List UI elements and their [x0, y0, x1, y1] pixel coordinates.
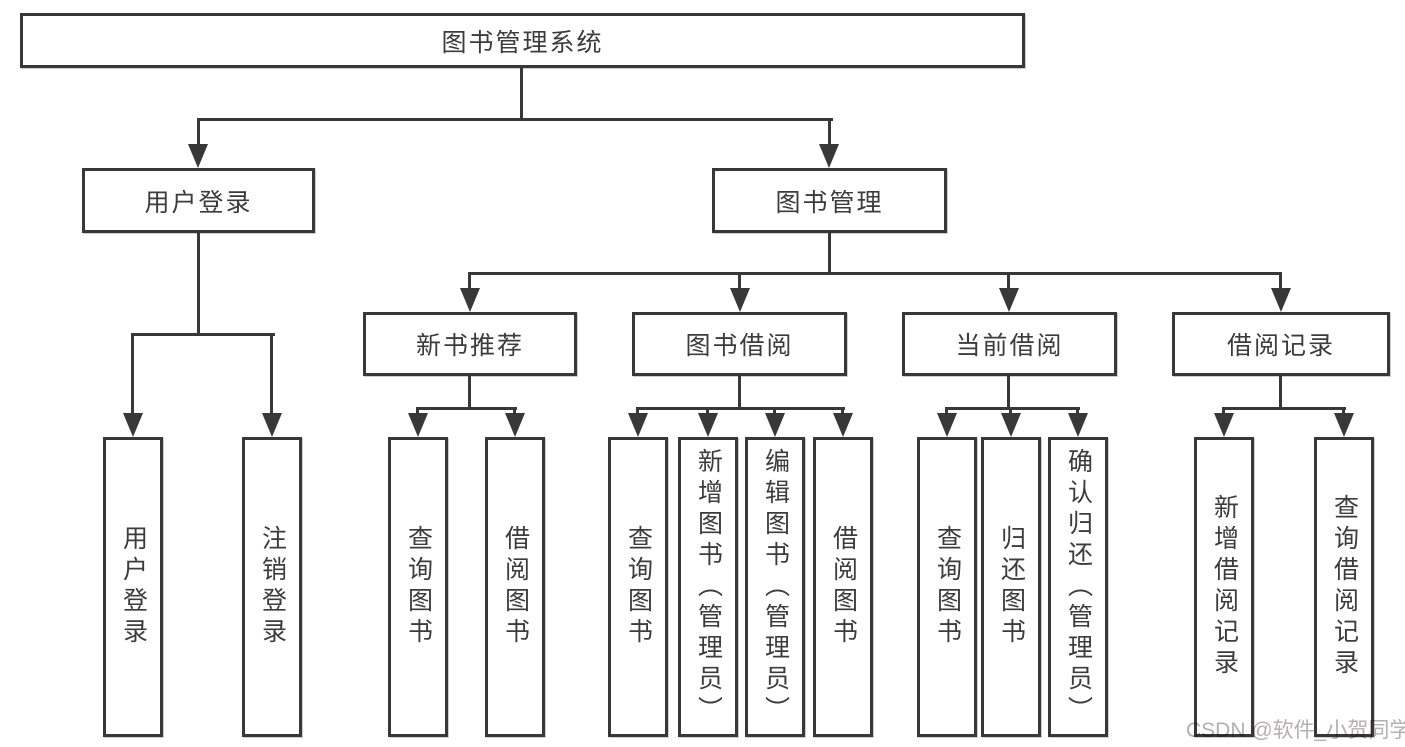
connector-borrow-record-stem	[1279, 376, 1282, 410]
node-label: 图书管理	[775, 188, 884, 217]
arrowhead-leaf	[1214, 413, 1234, 437]
leaf-borrow-books-recommend: 借阅图书	[485, 437, 545, 737]
node-label: 新书推荐	[415, 332, 524, 360]
leaf-label: 新增图书（管理员）	[694, 447, 723, 727]
leaf-label: 确认归还（管理员）	[1064, 447, 1093, 727]
arrowhead-leaf	[408, 413, 428, 437]
connector-book-borrow-branch	[636, 407, 845, 410]
leaf-label: 借阅图书	[501, 525, 530, 649]
leaf-label: 注销登录	[258, 525, 287, 649]
connector-new-book-branch	[416, 407, 517, 410]
leaf-label: 查询借阅记录	[1330, 494, 1359, 680]
connector-root-branch	[197, 118, 833, 121]
arrowhead-leaf	[937, 413, 957, 437]
leaf-label: 查询图书	[933, 525, 962, 649]
arrowhead-borrow-record	[1271, 288, 1291, 312]
node-current-borrowing: 当前借阅	[902, 312, 1117, 376]
arrowhead-current-borrow	[999, 288, 1019, 312]
arrowhead-leaf-login	[123, 413, 143, 437]
arrowhead-leaf-logout	[262, 413, 282, 437]
connector-user-login-drop	[197, 121, 200, 146]
leaf-search-books-current: 查询图书	[917, 437, 977, 737]
connector-new-book-stem	[468, 376, 471, 410]
connector-book-borrow-stem	[738, 376, 741, 410]
node-label: 用户登录	[144, 188, 253, 217]
leaf-user-login: 用户登录	[103, 437, 163, 737]
connector-root-stem	[520, 68, 523, 119]
leaf-label: 编辑图书（管理员）	[761, 447, 790, 727]
leaf-add-books-admin: 新增图书（管理员）	[678, 437, 738, 737]
arrowhead-leaf	[505, 413, 525, 437]
leaf-confirm-return-admin: 确认归还（管理员）	[1048, 437, 1108, 737]
leaf-label: 用户登录	[119, 525, 148, 649]
connector-current-borrow-drop	[1007, 275, 1010, 289]
arrowhead-book-mgmt	[819, 144, 839, 168]
node-label: 借阅记录	[1226, 332, 1335, 360]
arrowhead-leaf	[1001, 413, 1021, 437]
leaf-logout: 注销登录	[242, 437, 302, 737]
node-new-book-recommend: 新书推荐	[363, 312, 577, 376]
connector-new-book-drop	[468, 275, 471, 289]
connector-user-login-branch	[131, 333, 275, 336]
connector-borrow-record-branch	[1222, 407, 1346, 410]
connector-book-mgmt-drop	[828, 121, 831, 146]
arrowhead-leaf	[698, 413, 718, 437]
leaf-borrow-books: 借阅图书	[813, 437, 873, 737]
leaf-search-books-recommend: 查询图书	[388, 437, 448, 737]
node-library-management-system: 图书管理系统	[20, 13, 1025, 68]
connector-book-mgmt-branch	[468, 272, 1282, 275]
connector-current-borrow-stem	[1007, 376, 1010, 410]
node-book-borrowing: 图书借阅	[632, 312, 847, 376]
leaf-label: 归还图书	[997, 525, 1026, 649]
leaf-edit-books-admin: 编辑图书（管理员）	[745, 437, 805, 737]
connector-leaf-login-drop	[131, 336, 134, 416]
arrowhead-new-book	[460, 288, 480, 312]
node-book-management: 图书管理	[712, 168, 947, 233]
arrowhead-leaf	[833, 413, 853, 437]
leaf-return-books: 归还图书	[981, 437, 1041, 737]
arrowhead-book-borrow	[730, 288, 750, 312]
leaf-label: 查询图书	[404, 525, 433, 649]
leaf-label: 查询图书	[624, 525, 653, 649]
leaf-label: 借阅图书	[829, 525, 858, 649]
leaf-add-borrow-record: 新增借阅记录	[1194, 437, 1254, 737]
leaf-search-books-borrowing: 查询图书	[608, 437, 668, 737]
connector-current-borrow-branch	[945, 407, 1080, 410]
node-label: 图书借阅	[685, 332, 794, 360]
connector-book-mgmt-stem	[828, 233, 831, 275]
node-label: 当前借阅	[955, 332, 1064, 360]
leaf-label: 新增借阅记录	[1210, 494, 1239, 680]
arrowhead-leaf	[628, 413, 648, 437]
arrowhead-leaf	[765, 413, 785, 437]
node-borrowing-records: 借阅记录	[1172, 312, 1390, 376]
arrowhead-user-login	[188, 144, 208, 168]
connector-borrow-record-drop	[1279, 275, 1282, 289]
node-user-login: 用户登录	[82, 168, 315, 233]
connector-leaf-logout-drop	[270, 336, 273, 416]
leaf-search-borrow-record: 查询借阅记录	[1314, 437, 1374, 737]
arrowhead-leaf	[1068, 413, 1088, 437]
node-label: 图书管理系统	[441, 28, 604, 57]
connector-user-login-stem	[197, 233, 200, 336]
arrowhead-leaf	[1334, 413, 1354, 437]
csdn-watermark: CSDN @软件_小贺同学	[1186, 719, 1405, 742]
connector-book-borrow-drop	[738, 275, 741, 289]
